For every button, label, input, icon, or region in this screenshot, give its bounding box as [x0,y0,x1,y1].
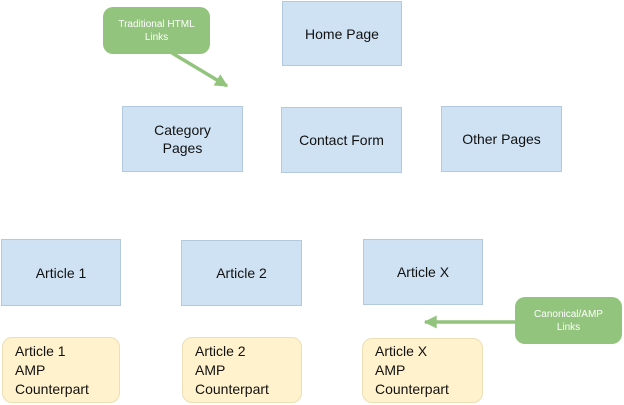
node-article-2-amp-counterpart: Article 2 AMP Counterpart [182,337,302,403]
node-article-1: Article 1 [1,239,121,306]
node-article-x: Article X [363,239,483,305]
node-contact-form: Contact Form [281,107,402,173]
node-other-pages: Other Pages [441,106,562,172]
node-article-2: Article 2 [181,240,302,306]
callout-traditional-html-links: Traditional HTML Links [103,7,210,54]
callout-canonical-amp-links: Canonical/AMP Links [515,297,622,344]
arrow-traditional-links-icon [171,51,229,88]
node-article-1-amp-counterpart: Article 1 AMP Counterpart [2,337,120,403]
node-home-page: Home Page [282,1,402,66]
node-article-x-amp-counterpart: Article X AMP Counterpart [362,338,483,403]
node-category-pages: Category Pages [122,106,243,172]
